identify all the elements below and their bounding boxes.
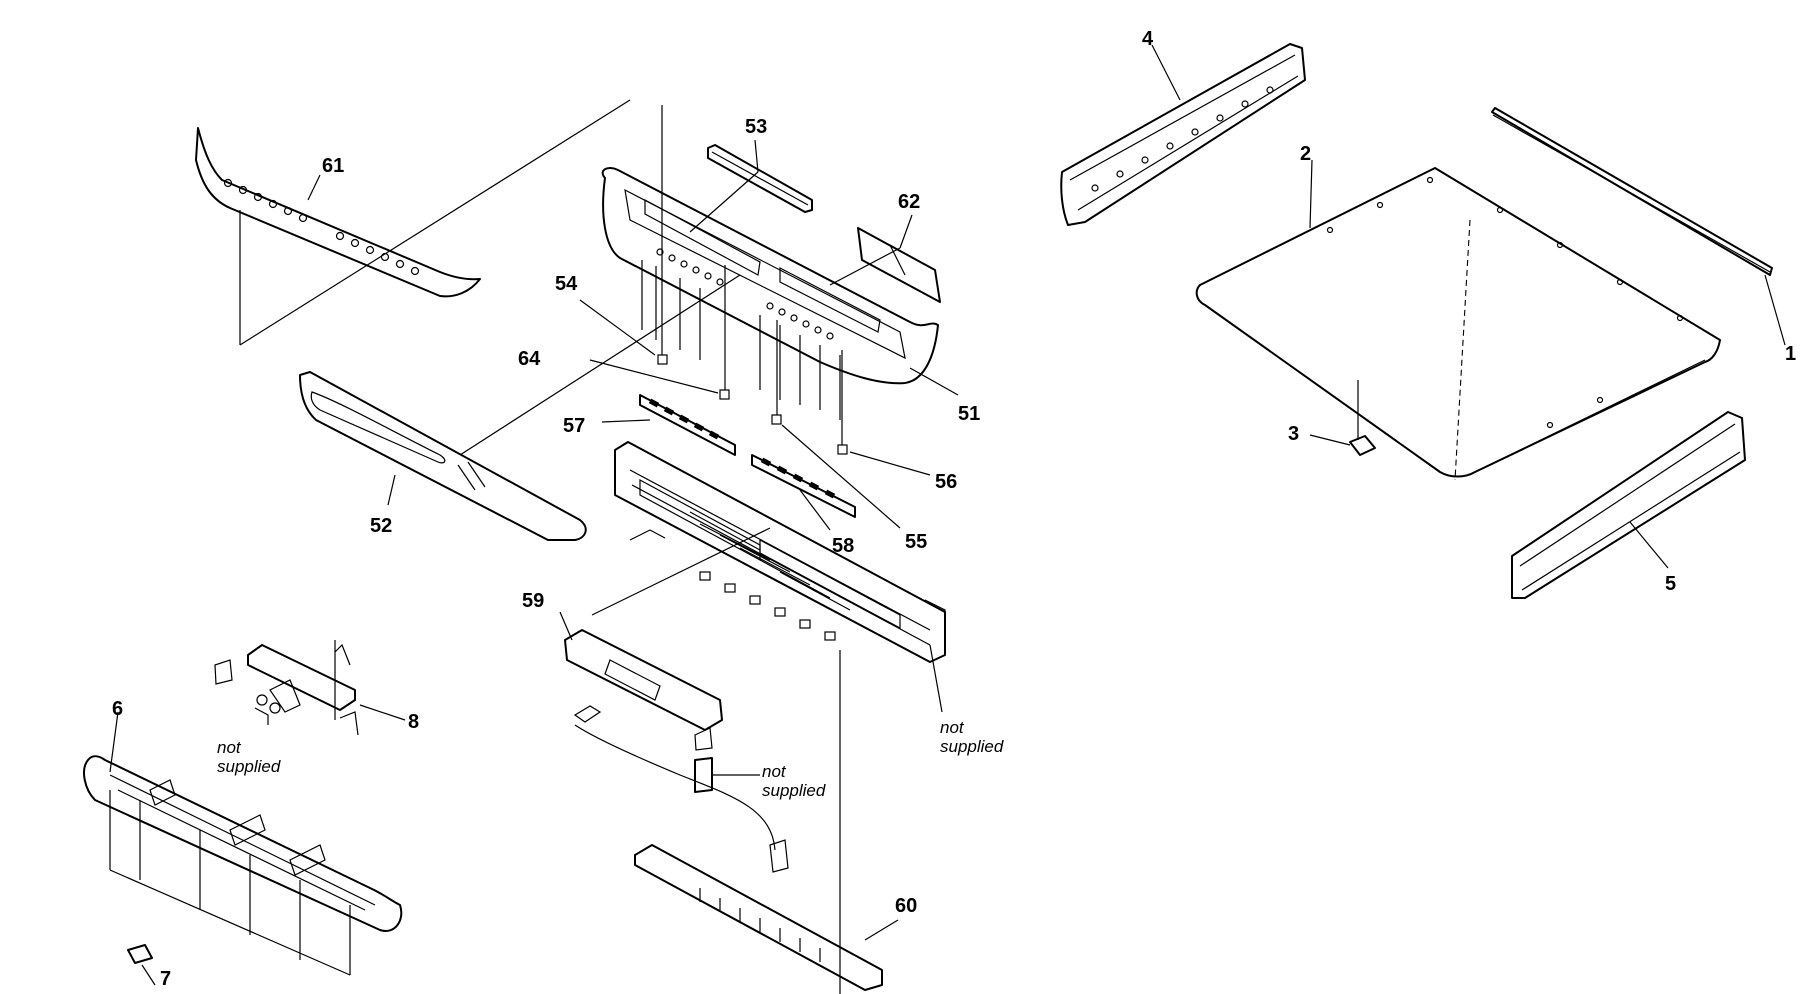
callout-53: 53 xyxy=(745,116,767,138)
note-supplied: supplied xyxy=(762,781,826,800)
note-supplied: supplied xyxy=(217,757,281,776)
part-55-button xyxy=(771,320,782,425)
callout-56: 56 xyxy=(935,471,957,493)
callout-51: 51 xyxy=(958,403,980,425)
part-8-bracket xyxy=(214,640,359,736)
part-2-top-cover xyxy=(1195,167,1721,481)
part-4-rail xyxy=(1060,43,1306,226)
callout-64: 64 xyxy=(518,348,541,370)
callout-60: 60 xyxy=(895,895,917,917)
part-64-button xyxy=(719,265,730,400)
callout-59: 59 xyxy=(522,590,544,612)
part-54-button xyxy=(657,105,668,365)
part-56-button xyxy=(837,350,848,455)
part-57-switch-board xyxy=(639,394,736,456)
connector-part xyxy=(694,757,713,793)
callout-4: 4 xyxy=(1142,28,1154,50)
part-53-window xyxy=(707,144,813,213)
callout-54: 54 xyxy=(555,273,578,295)
callout-3: 3 xyxy=(1288,423,1299,445)
callout-61: 61 xyxy=(322,155,344,177)
part-60-board xyxy=(634,839,883,991)
note-not: not xyxy=(940,718,965,737)
part-5-rail xyxy=(1511,411,1746,599)
callout-52: 52 xyxy=(370,515,392,537)
part-62-label xyxy=(857,227,941,303)
callout-6: 6 xyxy=(112,698,123,720)
callout-57: 57 xyxy=(563,415,585,437)
callout-58: 58 xyxy=(832,535,854,557)
note-not-supplied-chassis: not supplied xyxy=(940,718,1004,756)
callout-1: 1 xyxy=(1785,343,1796,365)
part-59-bracket xyxy=(564,629,723,751)
callout-62: 62 xyxy=(898,191,920,213)
chassis-frame xyxy=(614,441,946,663)
callout-8: 8 xyxy=(408,711,419,733)
part-1-rail xyxy=(1491,107,1773,276)
callout-7: 7 xyxy=(160,968,171,990)
note-not: not xyxy=(217,738,242,757)
callout-2: 2 xyxy=(1300,143,1311,165)
part-6-bezel xyxy=(83,755,403,976)
part-3-clip xyxy=(1349,380,1376,456)
part-61-trim-strip xyxy=(195,127,481,298)
part-52-trim-strip xyxy=(299,371,587,541)
part-51-front-panel xyxy=(601,167,939,420)
callout-55: 55 xyxy=(905,531,927,553)
note-not-supplied-bracket: not supplied xyxy=(217,738,281,776)
note-not-supplied-connector: not supplied xyxy=(762,762,826,800)
note-supplied: supplied xyxy=(940,737,1004,756)
part-7-tab xyxy=(127,944,153,964)
note-not: not xyxy=(762,762,787,781)
part-58-switch-board xyxy=(751,454,856,518)
callout-5: 5 xyxy=(1665,573,1676,595)
